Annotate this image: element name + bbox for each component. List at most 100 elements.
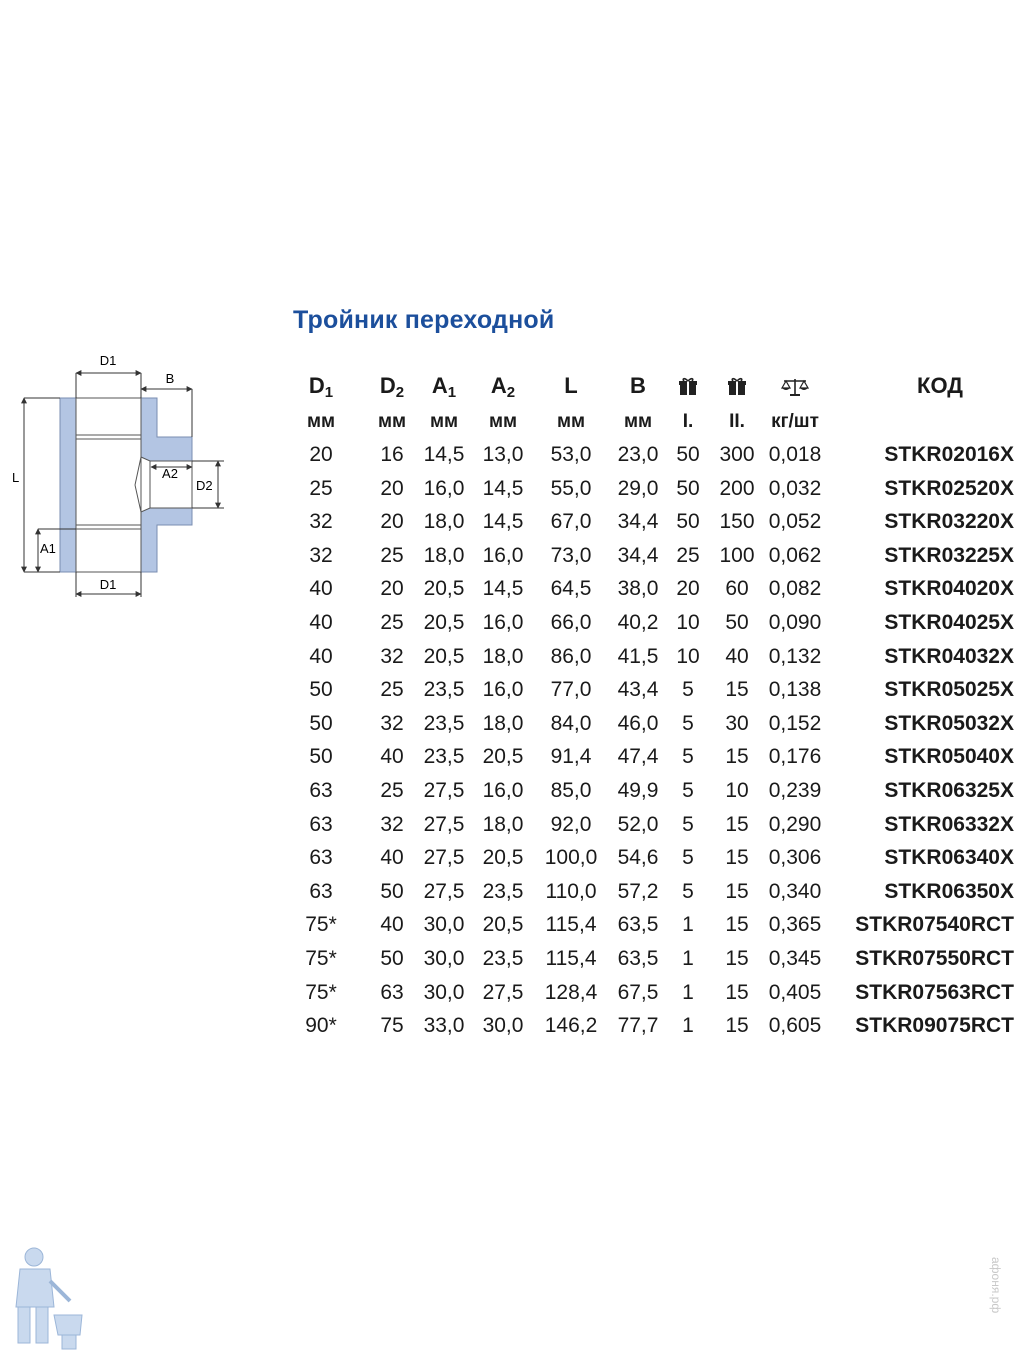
- table-cell: 15: [725, 745, 749, 769]
- table-cell: 10: [676, 611, 700, 634]
- table-cell: 20,5: [482, 913, 524, 937]
- table-cell: 32: [380, 644, 404, 668]
- table-cell: 0,032: [768, 476, 822, 500]
- table-cell: 18,0: [482, 644, 524, 668]
- table-cell: 50: [725, 611, 749, 634]
- table-cell: 27,5: [423, 879, 465, 903]
- product-code: STKR04020X: [884, 577, 1014, 601]
- product-code: STKR06325X: [884, 779, 1014, 802]
- table-cell: 0,138: [768, 678, 822, 702]
- table-cell: 66,0: [550, 611, 592, 634]
- table-cell: 30,0: [423, 980, 465, 1004]
- table-cell: 75: [380, 1014, 404, 1038]
- table-cell: 91,4: [550, 745, 592, 769]
- unit-label: II.: [729, 411, 745, 432]
- table-cell: 14,5: [482, 510, 524, 534]
- table-cell: 86,0: [550, 644, 592, 668]
- table-cell: 20: [676, 577, 700, 601]
- scales-icon: [781, 379, 809, 396]
- table-cell: 0,345: [768, 947, 822, 970]
- table-cell: 50: [309, 678, 333, 702]
- table-cell: 50: [309, 711, 333, 735]
- table-cell: 64,5: [550, 577, 592, 601]
- table-cell: 0,290: [768, 812, 822, 836]
- table-cell: 85,0: [550, 779, 592, 802]
- plumber-logo: [15, 1247, 83, 1350]
- table-cell: 30,0: [423, 947, 465, 970]
- table-cell: 23,5: [482, 947, 524, 970]
- table-cell: 16,0: [482, 543, 524, 567]
- table-cell: 73,0: [550, 543, 592, 567]
- table-cell: 40,2: [617, 611, 659, 634]
- table-cell: 63,5: [617, 913, 659, 937]
- table-cell: 63: [309, 879, 333, 903]
- table-cell: 18,0: [423, 543, 465, 567]
- product-code: STKR04025X: [884, 611, 1014, 634]
- label-b: B: [166, 371, 175, 386]
- header-d1: D1: [308, 373, 334, 401]
- package-icon: [728, 377, 746, 395]
- table-cell: 25: [676, 543, 700, 567]
- table-cell: 27,5: [423, 846, 465, 870]
- table-cell: 0,176: [768, 745, 822, 769]
- table-cell: 200: [719, 476, 755, 500]
- table-cell: 1: [682, 980, 694, 1004]
- label-d1-bottom: D1: [100, 577, 117, 592]
- table-cell: 100: [719, 543, 755, 567]
- table-cell: 67,5: [617, 980, 659, 1004]
- table-cell: 15: [725, 913, 749, 937]
- table-cell: 5: [682, 846, 694, 870]
- table-cell: 63: [309, 779, 333, 802]
- table-cell: 25: [380, 543, 404, 567]
- table-cell: 14,5: [482, 577, 524, 601]
- header-b: B: [630, 373, 646, 398]
- table-cell: 10: [725, 779, 749, 802]
- table-cell: 20: [309, 443, 333, 466]
- table-cell: 20,5: [482, 745, 524, 769]
- table-cell: 0,082: [768, 577, 822, 601]
- table-cell: 49,9: [617, 779, 659, 802]
- table-cell: 25: [309, 476, 333, 500]
- table-cell: 46,0: [617, 711, 659, 735]
- table-cell: 92,0: [550, 812, 592, 836]
- table-cell: 32: [380, 812, 404, 836]
- table-cell: 43,4: [617, 678, 659, 702]
- table-cell: 25: [380, 779, 404, 802]
- table-cell: 50: [380, 879, 404, 903]
- header-a2: A2: [490, 373, 516, 401]
- table-cell: 0,132: [768, 644, 822, 668]
- table-cell: 18,0: [423, 510, 465, 534]
- table-cell: 5: [682, 779, 694, 802]
- unit-label: мм: [488, 411, 518, 432]
- product-code: STKR04032X: [884, 644, 1014, 668]
- table-cell: 0,605: [768, 1014, 822, 1038]
- table-cell: 32: [309, 543, 333, 567]
- table-cell: 110,0: [545, 879, 597, 903]
- table-cell: 20,5: [423, 577, 465, 601]
- table-cell: 27,5: [423, 779, 465, 802]
- table-cell: 50: [676, 510, 700, 534]
- table-cell: 0,239: [768, 779, 822, 802]
- table-cell: 15: [725, 879, 749, 903]
- table-cell: 0,052: [768, 510, 822, 534]
- header-a1: A1: [431, 373, 457, 401]
- product-code: STKR06332X: [884, 812, 1014, 836]
- table-cell: 40: [725, 644, 749, 668]
- table-cell: 30,0: [423, 913, 465, 937]
- table-cell: 115,4: [545, 947, 597, 970]
- table-cell: 55,0: [550, 476, 592, 500]
- svg-text:афоня.рф: афоня.рф: [989, 1257, 1003, 1313]
- unit-label: мм: [377, 411, 407, 432]
- table-cell: 33,0: [423, 1014, 465, 1038]
- table-cell: 54,6: [617, 846, 659, 870]
- table-cell: 29,0: [617, 476, 659, 500]
- tee-diagram: D1 B L A2 D2 A1 D1: [12, 353, 224, 597]
- table-cell: 32: [309, 510, 333, 534]
- table-cell: 15: [725, 812, 749, 836]
- table-cell: 0,365: [768, 913, 822, 937]
- table-cell: 32: [380, 711, 404, 735]
- unit-label: I.: [682, 411, 694, 432]
- table-cell: 0,340: [768, 879, 822, 903]
- table-cell: 16,0: [482, 678, 524, 702]
- table-cell: 34,4: [617, 510, 659, 534]
